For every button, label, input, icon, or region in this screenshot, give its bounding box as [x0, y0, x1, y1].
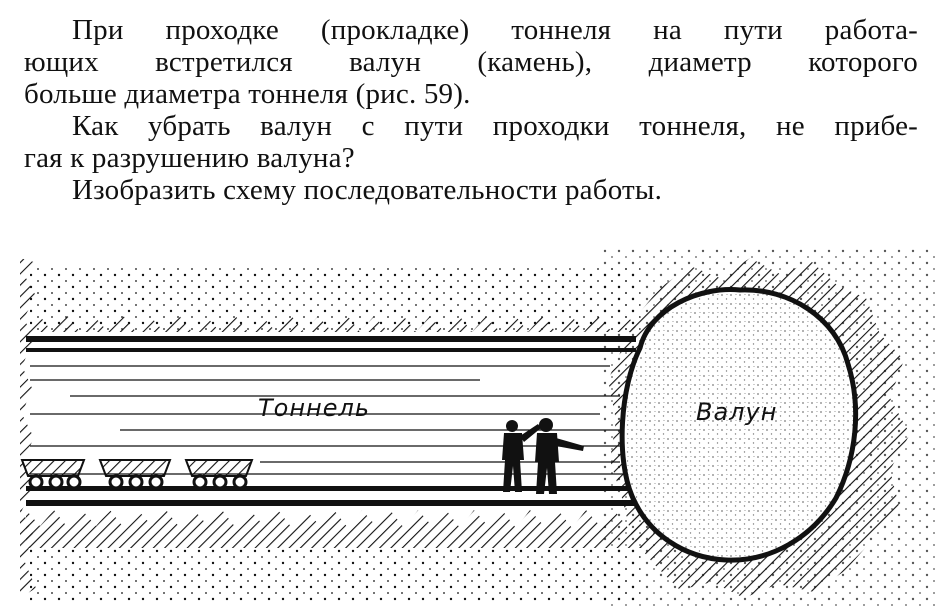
figure-59-tunnel-boulder: Тоннель [0, 248, 939, 607]
top-hatched-rock [28, 314, 640, 332]
mine-cart-icon [98, 459, 172, 490]
bottom-ground [30, 548, 640, 603]
worker-icon [502, 420, 541, 492]
boulder-label: Валун [696, 398, 777, 426]
tunnel-bottom-lining [26, 500, 641, 506]
tunnel-illustration: Тоннель [20, 248, 939, 607]
paragraph-1-line-3: больше диаметра тоннеля (рис. 59). [24, 78, 471, 110]
problem-text: При проходке (прокладке) тоннеля на пути… [24, 14, 918, 206]
tunnel-top-lining-inner [26, 348, 636, 352]
tunnel-label: Тоннель [258, 394, 370, 422]
left-rock-edge [20, 258, 36, 598]
paragraph-3: Изобразить схему последовательности рабо… [24, 174, 918, 206]
top-ground [30, 268, 640, 330]
paragraph-2-line-2: гая к разрушению валуна? [24, 142, 355, 174]
boulder-icon [619, 287, 859, 563]
mine-cart-icon [184, 459, 254, 490]
paragraph-1-line-1: При проходке (прокладке) тоннеля на пути… [72, 14, 918, 46]
worker-icon [535, 418, 584, 494]
tunnel-top-lining [26, 336, 636, 342]
paragraph-2: Как убрать валун с пути проходки тоннеля… [24, 110, 918, 174]
bottom-hatched-rock [26, 510, 642, 548]
rail-line [26, 486, 641, 491]
paragraph-2-line-1: Как убрать валун с пути проходки тоннеля… [72, 110, 918, 142]
paragraph-1: При проходке (прокладке) тоннеля на пути… [24, 14, 918, 110]
paragraph-1-line-2: ющих встретился валун (камень), диаметр … [24, 46, 918, 78]
mine-cart-icon [20, 459, 86, 490]
paragraph-3-line-1: Изобразить схему последовательности рабо… [72, 174, 663, 206]
